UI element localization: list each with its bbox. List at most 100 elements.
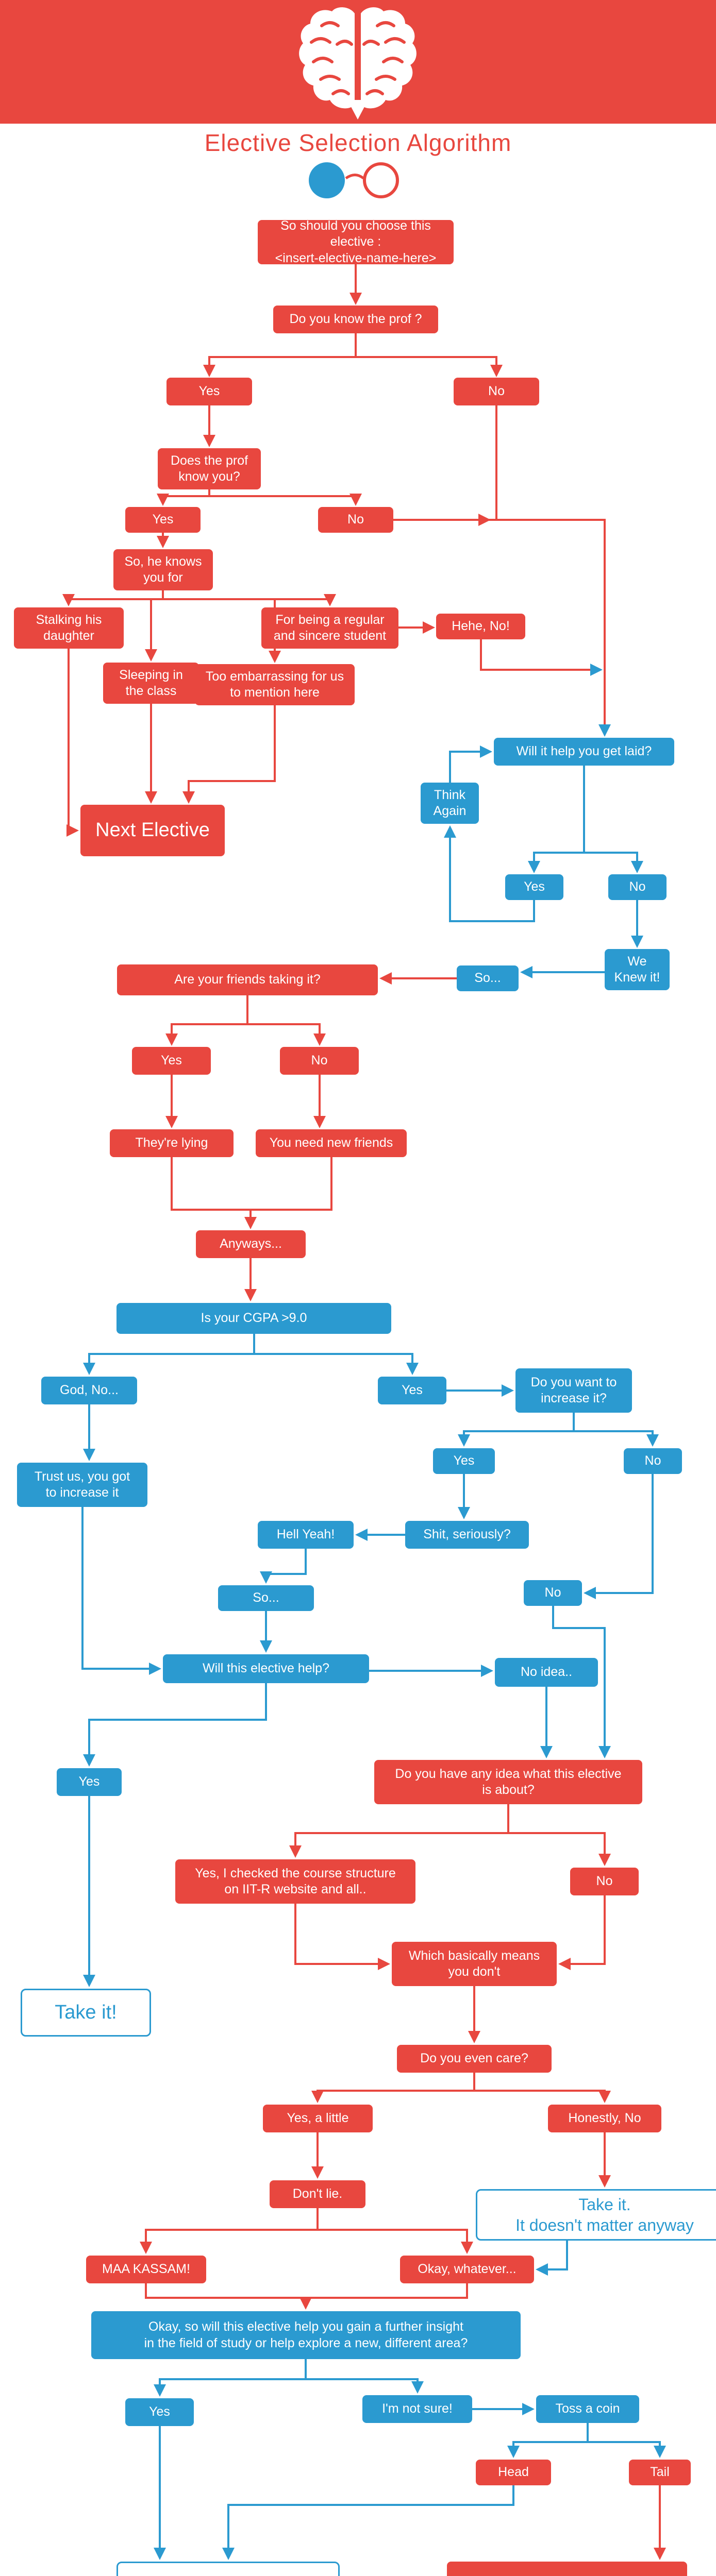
node-no-prof-knows: No: [318, 507, 393, 533]
connector-64: [306, 2283, 468, 2299]
node-dont-lie: Don't lie.: [270, 2180, 365, 2208]
node-yes-a-little: Yes, a little: [263, 2105, 373, 2132]
node-no-laid: No: [608, 874, 667, 900]
connector-42: [584, 1474, 654, 1599]
brain-icon: [299, 7, 417, 120]
node-need-new-friends: You need new friends: [256, 1129, 407, 1157]
header-banner: [0, 0, 716, 124]
node-embarrassing: Too embarrassing for us to mention here: [195, 664, 355, 705]
connector-52: [508, 1832, 611, 1866]
node-regular-student: For being a regular and sincere student: [261, 607, 398, 649]
node-insight: Okay, so will this elective help you gai…: [91, 2311, 521, 2359]
node-checked-structure: Yes, I checked the course structure on I…: [175, 1859, 415, 1904]
connector-34: [83, 1334, 255, 1375]
connector-18: [182, 705, 276, 804]
connector-68: [507, 2423, 589, 2458]
connector-31: [251, 1157, 332, 1211]
node-maa-kassam: MAA KASSAM!: [86, 2256, 206, 2283]
connector-69: [588, 2441, 666, 2458]
node-honestly-no: Honestly, No: [548, 2105, 661, 2132]
node-take-it-1: Take it!: [21, 1989, 151, 2037]
connector-39: [574, 1430, 659, 1447]
connector-51: [289, 1804, 509, 1858]
node-no-increase: No: [624, 1448, 682, 1474]
node-will-help: Will this elective help?: [163, 1654, 369, 1683]
node-anyways: Anyways...: [196, 1230, 306, 1258]
node-think-again: Think Again: [421, 783, 479, 824]
node-stalking: Stalking his daughter: [14, 607, 124, 649]
connector-21: [449, 745, 492, 783]
node-start: So should you choose this elective : <in…: [258, 218, 454, 265]
connector-11: [163, 594, 336, 606]
page-title: Elective Selection Algorithm: [204, 129, 512, 156]
connector-54: [558, 1895, 606, 1970]
connector-65: [154, 2359, 307, 2397]
node-basically-dont: Which basically means you don't: [392, 1942, 557, 1986]
connector-47: [552, 1606, 611, 1758]
node-so-1: So...: [457, 965, 519, 991]
connector-26: [165, 995, 248, 1046]
connector-49: [83, 1683, 267, 1767]
node-friends-taking: Are your friends taking it?: [117, 964, 378, 995]
connector-45: [81, 1507, 161, 1675]
node-toss-coin: Toss a coin: [536, 2395, 639, 2423]
node-tail: Tail: [629, 2460, 691, 2485]
connector-38: [458, 1413, 575, 1447]
node-cgpa: Is your CGPA >9.0: [116, 1303, 391, 1334]
node-we-knew-it: We Knew it!: [605, 949, 670, 990]
glasses-right-lens: [363, 162, 399, 198]
node-next-elective-2: Next Elective: [447, 2562, 687, 2576]
connector-16: [66, 649, 79, 837]
connector-35: [254, 1353, 419, 1375]
glasses-icon: [309, 162, 399, 198]
node-yes-laid: Yes: [505, 874, 563, 900]
node-yes-help: Yes: [57, 1768, 122, 1796]
node-theyre-lying: They're lying: [110, 1129, 234, 1157]
node-head: Head: [476, 2460, 551, 2485]
connector-30: [171, 1157, 251, 1211]
node-yes-friends: Yes: [132, 1047, 211, 1075]
node-yes-cgpa: Yes: [378, 1377, 446, 1404]
node-prof-know-you: Does the prof know you?: [158, 448, 261, 489]
node-trust-us: Trust us, you got to increase it: [17, 1463, 147, 1507]
node-even-care: Do you even care?: [397, 2045, 552, 2073]
node-any-idea: Do you have any idea what this elective …: [374, 1760, 642, 1804]
connector-70: [222, 2485, 514, 2560]
connector-22: [444, 825, 535, 922]
connector-19: [528, 766, 585, 873]
connector-4: [157, 489, 210, 506]
node-not-sure: I'm not sure!: [362, 2395, 472, 2423]
node-god-no: God, No...: [41, 1377, 137, 1404]
node-next-elective-1: Next Elective: [80, 805, 225, 856]
node-knows-you-for: So, he knows you for: [113, 549, 213, 590]
node-hehe-no: Hehe, No!: [436, 614, 525, 639]
node-hell-yeah: Hell Yeah!: [258, 1521, 354, 1549]
connector-43: [260, 1549, 307, 1584]
connector-66: [306, 2378, 424, 2394]
connector-56: [311, 2073, 475, 2103]
connector-61: [318, 2229, 473, 2254]
node-yes-increase: Yes: [433, 1448, 495, 1474]
connector-10: [62, 590, 164, 606]
connector-53: [294, 1904, 390, 1970]
node-no-know-prof: No: [454, 378, 539, 405]
node-yes-prof-knows: Yes: [125, 507, 201, 533]
glasses-bridge: [345, 174, 364, 180]
connector-2: [356, 356, 503, 377]
node-no-friends: No: [280, 1047, 359, 1075]
connector-5: [209, 494, 362, 506]
node-no-idea: No idea..: [495, 1658, 598, 1687]
connector-27: [247, 1023, 326, 1046]
node-want-increase: Do you want to increase it?: [515, 1368, 632, 1413]
node-so-2: So...: [218, 1585, 314, 1611]
node-know-prof: Do you know the prof ?: [273, 306, 438, 333]
connector-63: [145, 2283, 312, 2310]
connector-1: [203, 333, 357, 377]
glasses-left-lens: [309, 162, 345, 198]
node-take-doesnt-matter: Take it. It doesn't matter anyway: [476, 2189, 716, 2241]
node-okay-whatever: Okay, whatever...: [400, 2256, 534, 2283]
node-take-it-final: Take it!: [116, 2562, 340, 2576]
connector-60: [140, 2208, 319, 2254]
